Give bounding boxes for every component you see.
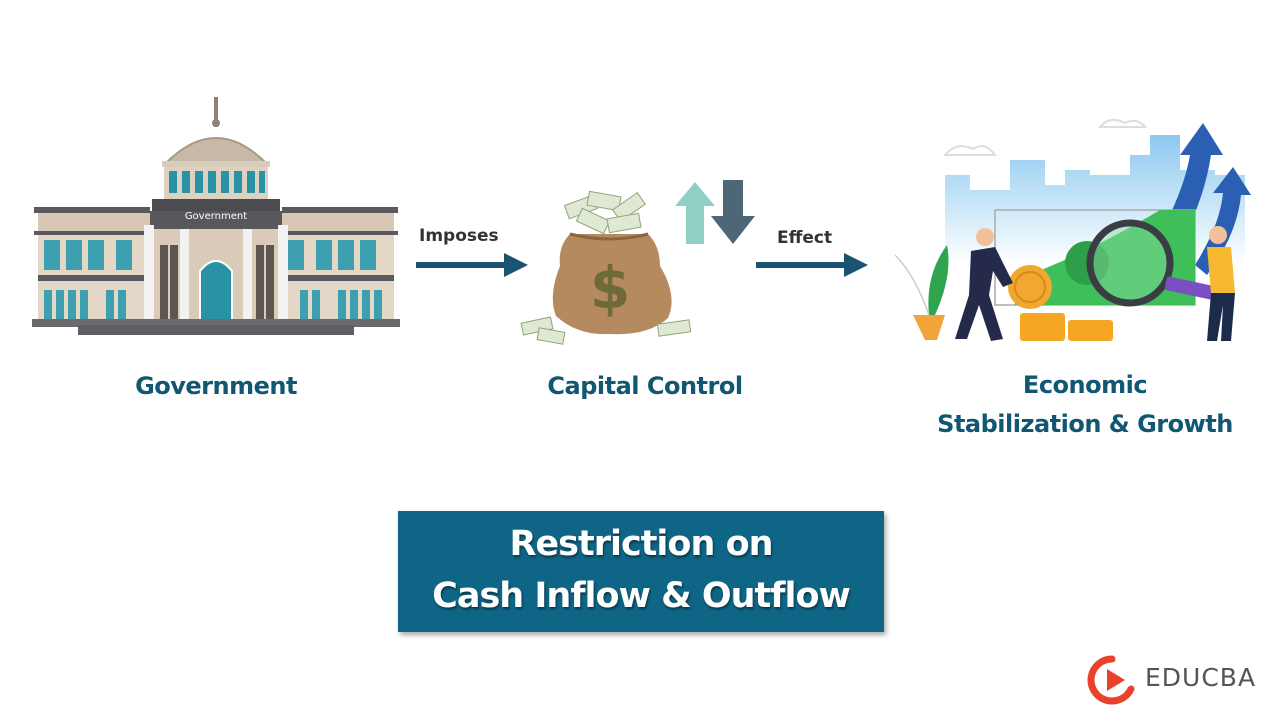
capital-control-label: Capital Control <box>547 372 743 400</box>
economic-label-line1: Economic <box>1022 371 1148 399</box>
outflow-down-arrow-icon <box>711 180 755 244</box>
economic-growth-illustration-icon <box>885 115 1280 350</box>
government-label: Government <box>135 372 297 400</box>
svg-text:$: $ <box>590 254 630 322</box>
government-sign: Government <box>184 211 248 222</box>
effect-edge-label: Effect <box>777 228 833 248</box>
government-building-icon <box>28 95 404 335</box>
educba-logo-icon <box>1085 655 1139 705</box>
economic-label-line2: Stabilization & Growth <box>937 410 1233 438</box>
summary-line2: Cash Inflow & Outflow <box>432 576 851 616</box>
inflow-up-arrow-icon <box>675 182 715 244</box>
educba-logo-text: EDUCBA <box>1145 663 1257 692</box>
imposes-arrow-icon <box>416 252 528 278</box>
summary-line1: Restriction on <box>509 524 773 564</box>
imposes-edge-label: Imposes <box>419 226 499 246</box>
money-bag-icon: $ <box>518 186 703 346</box>
effect-arrow-icon <box>756 252 868 278</box>
restriction-summary-box: Restriction on Cash Inflow & Outflow <box>398 511 884 632</box>
